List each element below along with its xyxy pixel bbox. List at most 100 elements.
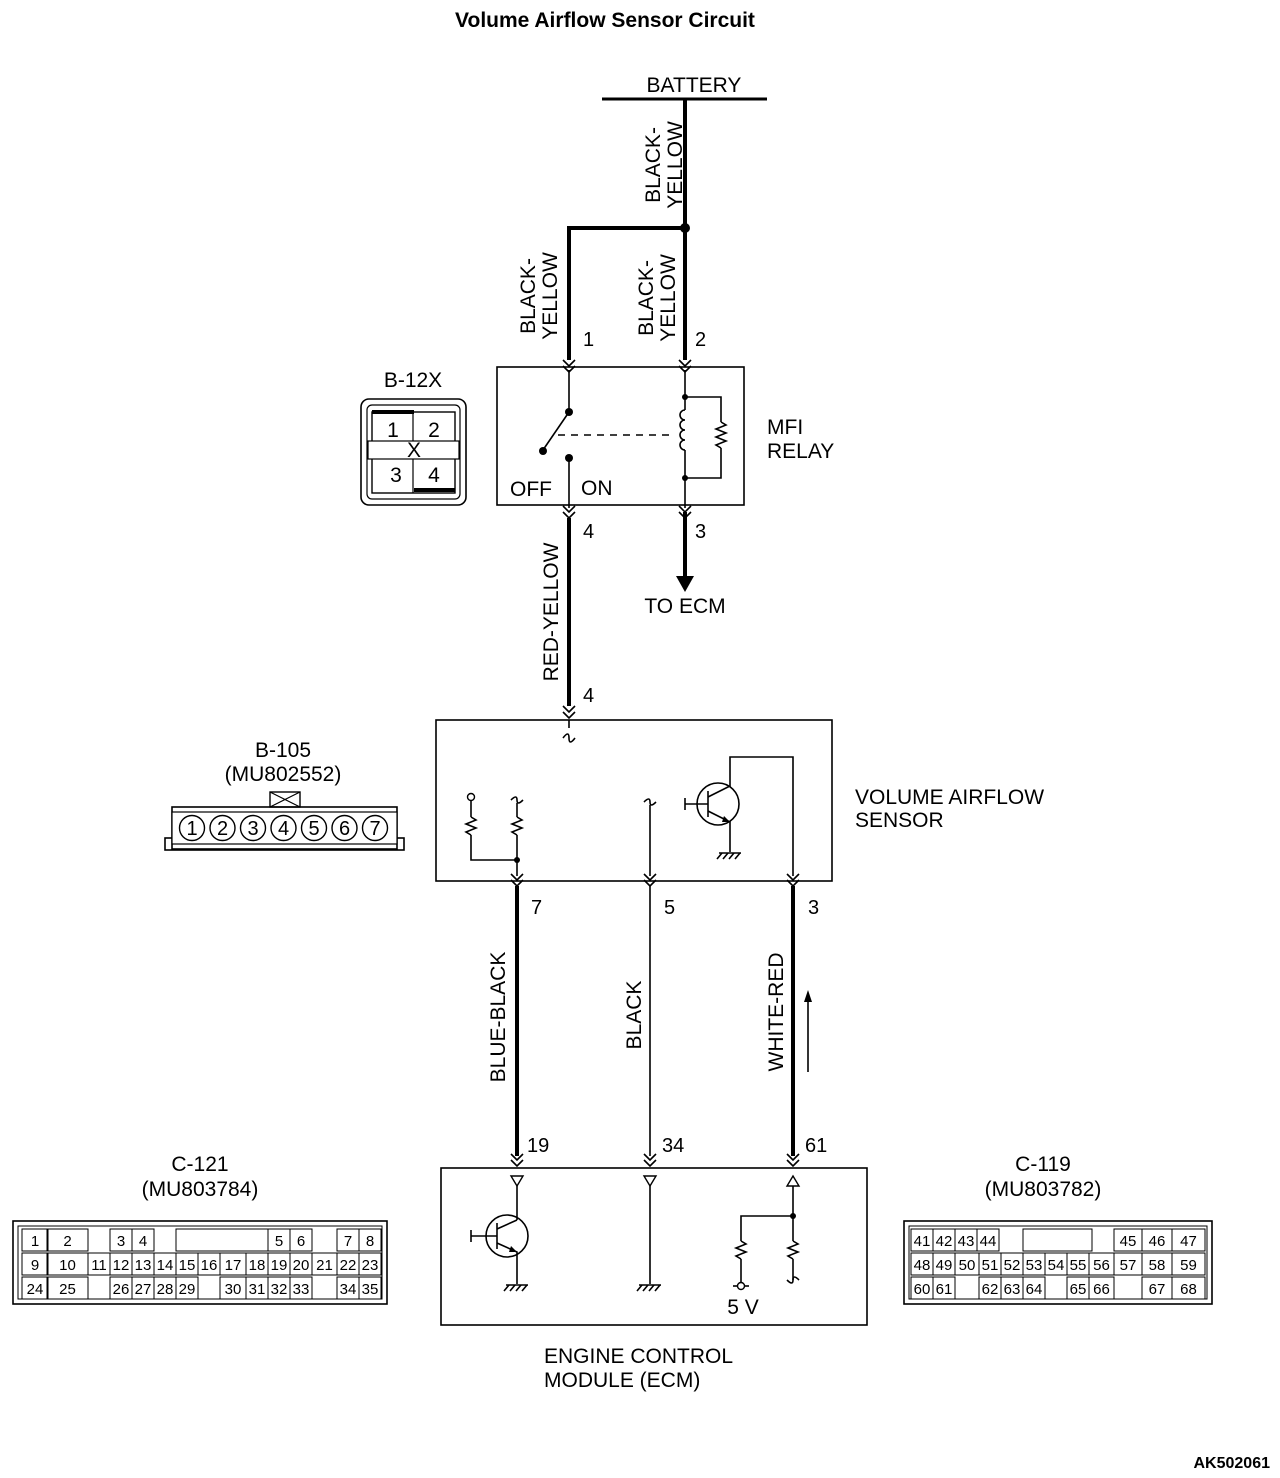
b105-pin-label: 3 bbox=[247, 818, 258, 840]
c119-cell-label: 63 bbox=[1004, 1281, 1021, 1298]
b105-part-number: (MU802552) bbox=[225, 763, 342, 786]
ecm-label-line1: ENGINE CONTROL bbox=[544, 1345, 733, 1368]
ecm-5v-terminal bbox=[736, 1281, 746, 1291]
diagram-title: Volume Airflow Sensor Circuit bbox=[455, 9, 755, 32]
svg-text:BLACK-: BLACK- bbox=[642, 127, 665, 203]
c119-cell-label: 56 bbox=[1093, 1257, 1110, 1274]
c119-cell-label: 47 bbox=[1180, 1233, 1197, 1250]
c121-connector-label: C-121 bbox=[171, 1153, 228, 1176]
ecm-pin34-terminal bbox=[643, 1153, 657, 1168]
svg-text:BLACK: BLACK bbox=[623, 981, 646, 1050]
c121-cell-label: 8 bbox=[366, 1233, 374, 1250]
c121-cell-label: 13 bbox=[135, 1257, 152, 1274]
sensor-pin-3: 3 bbox=[808, 897, 819, 919]
c121-cell-label: 23 bbox=[362, 1257, 379, 1274]
ecm-pin-61: 61 bbox=[805, 1135, 827, 1157]
c119-cell-label: 45 bbox=[1120, 1233, 1137, 1250]
svg-text:X: X bbox=[407, 439, 421, 462]
c119-cell-label: 61 bbox=[936, 1281, 953, 1298]
relay-on-label: ON bbox=[581, 477, 613, 500]
b105-pin-label: 4 bbox=[278, 818, 289, 840]
b105-pin-label: 7 bbox=[369, 818, 380, 840]
c121-cell-label: 3 bbox=[117, 1233, 125, 1250]
c119-connector-face bbox=[903, 1220, 1213, 1305]
c119-cell-label: 68 bbox=[1180, 1281, 1197, 1298]
c121-cell bbox=[21, 1252, 49, 1276]
sensor-label-line2: SENSOR bbox=[855, 809, 944, 832]
sensor-resistor-node bbox=[514, 857, 520, 863]
to-ecm-label: TO ECM bbox=[644, 595, 725, 618]
c119-cell-label: 43 bbox=[958, 1233, 975, 1250]
c121-cell-label: 15 bbox=[179, 1257, 196, 1274]
battery-label: BATTERY bbox=[647, 74, 742, 97]
relay-pin-1: 1 bbox=[583, 329, 594, 351]
c121-cell bbox=[21, 1276, 49, 1300]
relay-pin-2: 2 bbox=[695, 329, 706, 351]
relay-off-label: OFF bbox=[510, 478, 552, 501]
ecm-pin34-input-icon bbox=[642, 1175, 658, 1188]
sensor-supply-wire-label: RED-YELLOW bbox=[540, 542, 563, 681]
c121-cell bbox=[358, 1276, 382, 1300]
sensor-pin-5: 5 bbox=[664, 897, 675, 919]
c121-cell-label: 31 bbox=[249, 1281, 266, 1298]
ecm-ground-icon-2 bbox=[636, 1284, 661, 1292]
ecm-transistor-collector bbox=[496, 1219, 518, 1230]
b105-pin-circle bbox=[361, 814, 389, 842]
ecm-pin-34: 34 bbox=[662, 1135, 684, 1157]
sensor-pin4-open bbox=[562, 720, 576, 743]
c121-cell-label: 35 bbox=[362, 1281, 379, 1298]
relay-switch-blade bbox=[542, 411, 570, 451]
c121-cell bbox=[21, 1228, 49, 1252]
mfi-relay-label-line1: MFI bbox=[767, 416, 803, 439]
svg-text:BLACK-: BLACK- bbox=[517, 258, 540, 334]
c121-cell-label: 22 bbox=[340, 1257, 357, 1274]
battery-feed-wire-label: BLACK- YELLOW bbox=[642, 121, 687, 209]
mfi-relay-box bbox=[496, 366, 745, 506]
c119-cell-label: 64 bbox=[1026, 1281, 1043, 1298]
ecm-5v-label: 5 V bbox=[727, 1296, 759, 1319]
c121-cell-label: 7 bbox=[344, 1233, 352, 1250]
c121-cell-label: 12 bbox=[113, 1257, 130, 1274]
c119-cell-label: 57 bbox=[1120, 1257, 1137, 1274]
b105-pin-circle bbox=[331, 814, 358, 842]
c119-key-slot bbox=[1022, 1228, 1093, 1252]
c121-cell-label: 33 bbox=[293, 1281, 310, 1298]
ecm-pullup-lead bbox=[740, 1215, 793, 1241]
sensor-r1-lead-bottom bbox=[470, 835, 517, 861]
c121-cell-label: 28 bbox=[157, 1281, 174, 1298]
ecm-pullup-resistor bbox=[733, 1240, 749, 1260]
sensor-transistor-emitter-lead bbox=[707, 810, 731, 852]
b105-pin-circle bbox=[270, 814, 297, 842]
c119-cell bbox=[1171, 1228, 1206, 1252]
figure-code: AK502061 bbox=[1194, 1455, 1271, 1472]
c119-cell-label: 42 bbox=[936, 1233, 953, 1250]
c119-cell-label: 54 bbox=[1048, 1257, 1065, 1274]
b12x-connector-label: B-12X bbox=[384, 369, 442, 392]
c121-cell-label: 27 bbox=[135, 1281, 152, 1298]
b12x-connector-face: 1 2 X 3 4 bbox=[360, 398, 467, 506]
c119-cell bbox=[932, 1276, 956, 1300]
c121-cell-label: 16 bbox=[201, 1257, 218, 1274]
relay-pin2-wire-label: BLACK- YELLOW bbox=[635, 254, 680, 342]
c121-cell-label: 4 bbox=[139, 1233, 147, 1250]
c121-cell bbox=[46, 1276, 89, 1300]
sensor-pin4-terminal bbox=[562, 705, 576, 720]
relay-resistor-lead-top bbox=[685, 396, 722, 422]
c121-cell bbox=[358, 1252, 382, 1276]
svg-text:WHITE-RED: WHITE-RED bbox=[765, 953, 788, 1072]
ecm-input-open-end bbox=[786, 1276, 800, 1284]
ecm-transistor-emitter-arrow bbox=[509, 1246, 517, 1252]
c119-cell-label: 53 bbox=[1026, 1257, 1043, 1274]
relay-coil bbox=[679, 409, 686, 451]
c119-connector-label: C-119 bbox=[1015, 1153, 1071, 1176]
c121-connector-face bbox=[12, 1220, 388, 1305]
c121-cell-label: 25 bbox=[59, 1281, 76, 1298]
c119-cell-label: 65 bbox=[1070, 1281, 1087, 1298]
c119-cell-label: 46 bbox=[1149, 1233, 1166, 1250]
c121-cell-label: 10 bbox=[59, 1257, 76, 1274]
c121-cell-label: 29 bbox=[179, 1281, 196, 1298]
ecm-pin61-terminal bbox=[786, 1153, 800, 1168]
